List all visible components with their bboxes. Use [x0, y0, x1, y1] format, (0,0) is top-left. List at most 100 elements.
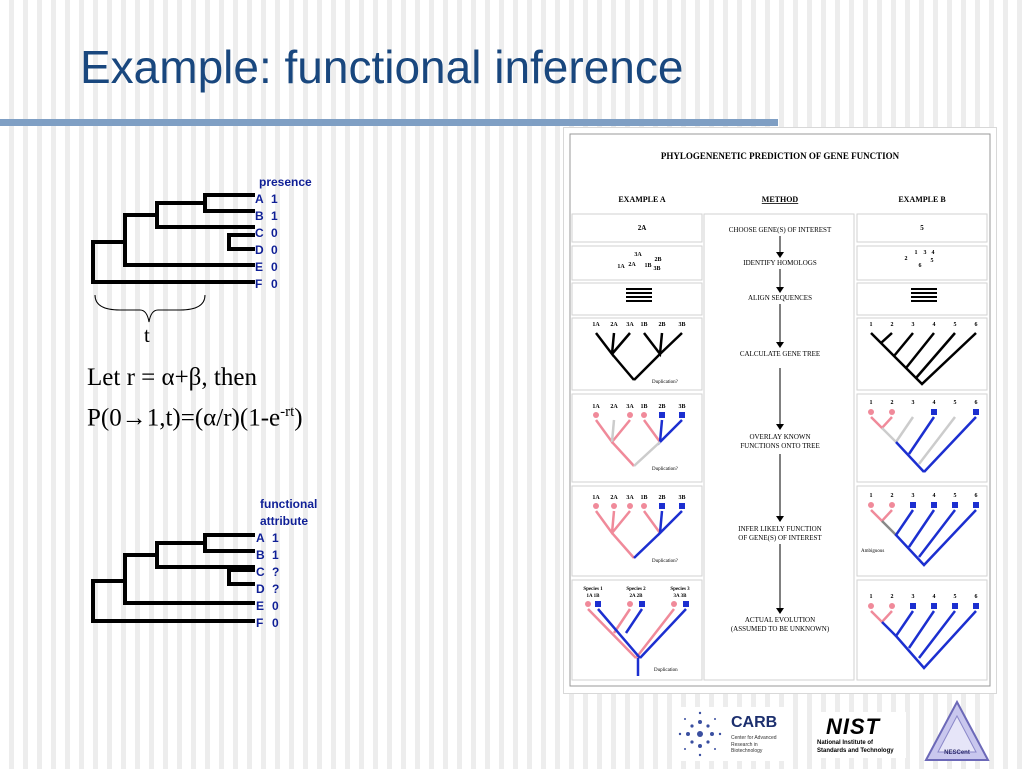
actual-b: 1 2 3 4 5 6 — [868, 594, 979, 670]
svg-text:1B: 1B — [640, 495, 647, 501]
function-tree — [85, 525, 255, 630]
svg-text:Species 3: Species 3 — [670, 587, 690, 592]
carb-starburst-icon — [678, 711, 722, 757]
svg-text:OF GENE(S) OF INTEREST: OF GENE(S) OF INTEREST — [738, 534, 822, 542]
method-steps: CHOOSE GENE(S) OF INTEREST IDENTIFY HOMO… — [729, 226, 832, 633]
svg-text:6: 6 — [919, 263, 922, 269]
svg-text:2: 2 — [891, 594, 894, 600]
carb-subtitle-1: Center for Advanced — [731, 735, 777, 741]
svg-text:2A: 2A — [610, 495, 618, 501]
svg-text:3B: 3B — [678, 404, 685, 410]
figure-col-a: EXAMPLE A — [618, 195, 666, 204]
slide-title: Example: functional inference — [80, 41, 684, 93]
svg-text:1: 1 — [915, 250, 918, 256]
svg-text:1: 1 — [870, 322, 873, 328]
presence-tree-diagram — [91, 193, 255, 323]
svg-text:OVERLAY KNOWN: OVERLAY KNOWN — [749, 433, 810, 441]
svg-text:5: 5 — [954, 493, 957, 499]
gene-tree-a — [595, 332, 683, 381]
svg-text:6: 6 — [975, 322, 978, 328]
svg-text:(ASSUMED TO BE UNKNOWN): (ASSUMED TO BE UNKNOWN) — [731, 625, 830, 633]
function-header-line2: attribute — [260, 514, 308, 528]
figure-grid — [571, 213, 988, 681]
svg-text:4: 4 — [933, 493, 936, 499]
svg-text:3: 3 — [912, 594, 915, 600]
svg-text:2B: 2B — [658, 495, 665, 501]
svg-text:6: 6 — [975, 400, 978, 406]
svg-text:1B: 1B — [644, 263, 651, 269]
title-rule — [0, 119, 778, 126]
svg-text:3A: 3A — [626, 322, 634, 328]
nist-name: NIST — [826, 714, 881, 739]
figure-panel: PHYLOGENENETIC PREDICTION OF GENE FUNCTI… — [563, 127, 997, 694]
ambiguous-label: Ambiguous — [861, 549, 884, 554]
svg-text:3A: 3A — [626, 404, 634, 410]
function-row: C? — [256, 565, 280, 579]
svg-text:2: 2 — [905, 256, 908, 262]
branch-length-brace — [94, 294, 206, 323]
svg-text:1: 1 — [870, 493, 873, 499]
svg-text:5: 5 — [954, 322, 957, 328]
svg-text:1B: 1B — [640, 404, 647, 410]
svg-text:IDENTIFY HOMOLOGS: IDENTIFY HOMOLOGS — [743, 259, 817, 267]
svg-text:1A: 1A — [592, 495, 600, 501]
svg-text:Species 1: Species 1 — [583, 587, 603, 592]
svg-text:5: 5 — [954, 594, 957, 600]
duplication-final-label: Duplication — [654, 668, 678, 673]
presence-tree: t — [85, 185, 255, 350]
svg-text:Duplication?: Duplication? — [652, 467, 679, 472]
svg-text:INFER LIKELY FUNCTION: INFER LIKELY FUNCTION — [738, 525, 821, 533]
svg-text:2: 2 — [891, 400, 894, 406]
svg-text:3B: 3B — [653, 266, 660, 272]
svg-text:4: 4 — [933, 594, 936, 600]
method-arrowheads — [776, 252, 784, 614]
formula-line-2: P(0→1,t)=(α/r)(1-e-rt) — [87, 404, 303, 432]
svg-text:2: 2 — [891, 322, 894, 328]
svg-text:3A 3B: 3A 3B — [674, 594, 688, 599]
function-tree-diagram — [91, 533, 255, 623]
nist-subtitle-2: Standards and Technology — [817, 748, 894, 754]
svg-text:3: 3 — [912, 400, 915, 406]
nescent-name: NESCent — [944, 750, 970, 756]
figure-col-method: METHOD — [762, 195, 799, 204]
nist-logo: NIST National Institute of Standards and… — [814, 712, 906, 758]
example-b-gene: 5 — [920, 224, 924, 232]
nist-subtitle-1: National Institute of — [817, 740, 873, 746]
svg-text:5: 5 — [931, 258, 934, 264]
svg-text:4: 4 — [933, 400, 936, 406]
carb-logo: CARB Center for Advanced Research in Bio… — [675, 707, 790, 761]
figure-col-b: EXAMPLE B — [898, 195, 946, 204]
homologs-a: 3A 2B 1A 2A 1B 3B — [617, 252, 661, 272]
alignment-icon — [626, 288, 937, 302]
gene-function-figure: PHYLOGENENETIC PREDICTION OF GENE FUNCTI… — [569, 133, 991, 687]
carb-subtitle-2: Research in Biotechnology — [731, 742, 763, 754]
svg-text:1: 1 — [870, 594, 873, 600]
nescent-triangle-icon — [924, 699, 990, 761]
svg-text:6: 6 — [975, 594, 978, 600]
carb-name: CARB — [731, 714, 778, 731]
nescent-logo: NESCent — [924, 699, 990, 764]
formula-end: ) — [294, 404, 303, 432]
homologs-b: 1 3 4 2 5 6 — [905, 250, 935, 269]
svg-text:3: 3 — [912, 493, 915, 499]
svg-text:2B: 2B — [658, 322, 665, 328]
svg-text:3B: 3B — [678, 495, 685, 501]
svg-text:4: 4 — [932, 250, 935, 256]
example-a-gene: 2A — [638, 224, 647, 232]
formula-exponent: -rt — [280, 404, 295, 420]
svg-text:2B: 2B — [658, 404, 665, 410]
svg-text:1A 1B: 1A 1B — [587, 594, 601, 599]
